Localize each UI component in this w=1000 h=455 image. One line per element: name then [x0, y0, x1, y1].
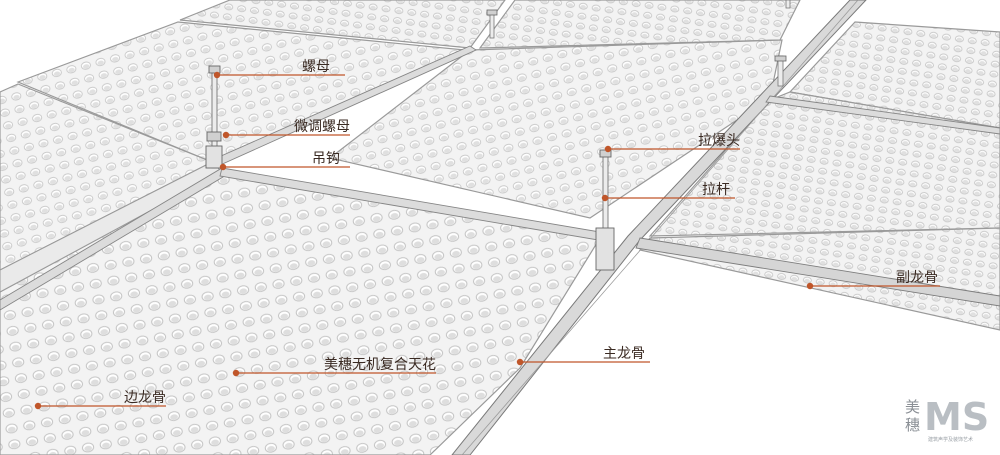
- sub-keel-rail: [635, 237, 1000, 307]
- callout-nut: 螺母: [213, 59, 345, 79]
- brand-tagline: 建筑声学及装饰艺术: [928, 436, 973, 443]
- label-rod: 拉杆: [702, 182, 730, 198]
- callout-sub-keel: 副龙骨: [806, 270, 940, 290]
- label-main-keel: 主龙骨: [603, 346, 645, 362]
- main-keel-rail: [451, 0, 867, 455]
- callouts: 螺母 微调螺母 吊钩 拉爆头 拉杆 副龙骨: [34, 59, 940, 410]
- callout-main-keel: 主龙骨: [516, 346, 650, 366]
- panel-back-right: [788, 21, 1000, 129]
- callout-hanger: 吊钩: [219, 151, 350, 171]
- label-nut: 螺母: [302, 59, 330, 75]
- rod-back-2: [774, 55, 787, 87]
- rod-left: [205, 65, 223, 169]
- rod-back-3: [785, 0, 791, 9]
- panel-center-upper: [328, 39, 783, 219]
- label-edge-keel: 边龙骨: [124, 390, 166, 406]
- label-hanger: 吊钩: [312, 151, 340, 167]
- brand-logo: 美 穗 MS 建筑声学及装饰艺术: [905, 395, 989, 443]
- callout-adjust-nut: 微调螺母: [222, 119, 350, 139]
- callout-edge-keel: 边龙骨: [34, 390, 166, 410]
- label-sub-keel: 副龙骨: [896, 270, 938, 286]
- label-pull-head: 拉爆头: [698, 133, 740, 149]
- brand-cn-bottom: 穗: [905, 416, 920, 434]
- callout-rod: 拉杆: [601, 182, 735, 202]
- brand-cn-top: 美: [905, 398, 920, 416]
- rod-back-1: [486, 9, 498, 39]
- callout-pull-head: 拉爆头: [604, 133, 740, 153]
- label-panel: 美穗无机复合天花: [324, 356, 436, 373]
- panel-right-lower: [638, 227, 1000, 331]
- label-adjust-nut: 微调螺母: [294, 119, 350, 135]
- callout-panel: 美穗无机复合天花: [232, 356, 436, 377]
- brand-ms: MS: [924, 395, 989, 439]
- sub-keel-rail-2: [765, 95, 1000, 135]
